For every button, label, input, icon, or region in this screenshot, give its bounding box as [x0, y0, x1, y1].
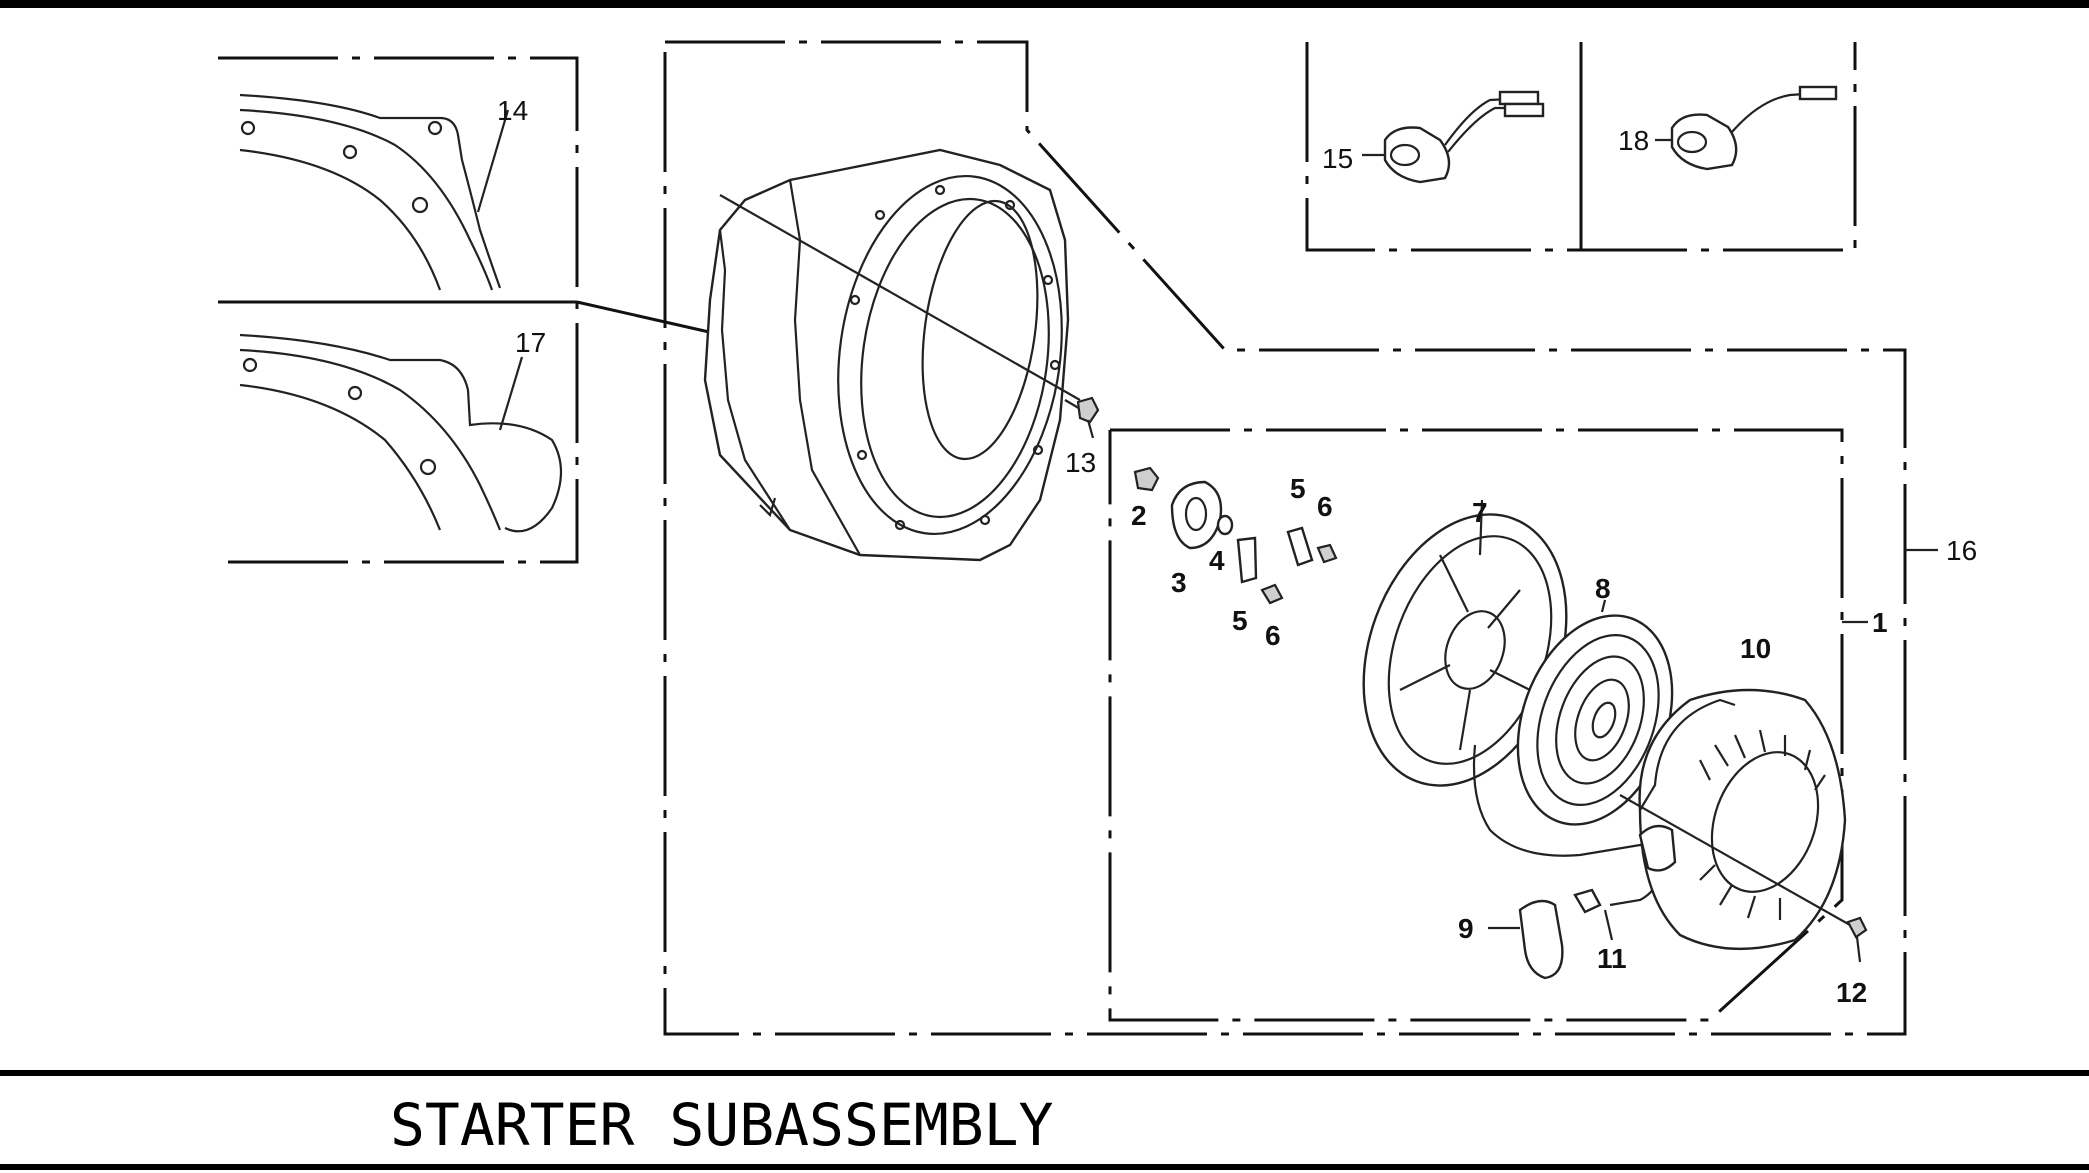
page-title: STARTER SUBASSEMBLY: [390, 1091, 1053, 1159]
bottom-rule: [0, 1164, 2089, 1170]
callout-5a: 5: [1290, 473, 1306, 504]
callout-6a: 6: [1317, 491, 1333, 522]
callout-13: 13: [1065, 447, 1096, 478]
recoil-starter-frame-1: [1108, 428, 1868, 1022]
bolt-13: [1064, 396, 1100, 439]
callout-5b: 5: [1232, 605, 1248, 636]
callout-15: 15: [1322, 143, 1353, 174]
callout-12: 12: [1836, 977, 1867, 1008]
callout-16: 16: [1946, 535, 1977, 566]
callout-14: 14: [497, 95, 528, 126]
handle-guide-bolt: [1488, 888, 1868, 980]
callout-2: 2: [1131, 500, 1147, 531]
top-rule: [0, 0, 2089, 8]
inset-14-17: [218, 56, 719, 564]
divider-rule: [0, 1070, 2089, 1076]
callout-9: 9: [1458, 913, 1474, 944]
callout-17: 17: [515, 327, 546, 358]
callout-18: 18: [1618, 125, 1649, 156]
callout-1: 1: [1872, 607, 1888, 638]
callout-3: 3: [1171, 567, 1187, 598]
inset-15-18: [1305, 42, 1857, 252]
callout-8: 8: [1595, 573, 1611, 604]
callout-11: 11: [1597, 943, 1627, 974]
callout-7: 7: [1472, 497, 1488, 528]
fan-shroud: [703, 148, 1081, 562]
starter-cover-10: [1619, 688, 1851, 951]
callout-4: 4: [1209, 545, 1225, 576]
callout-6b: 6: [1265, 620, 1281, 651]
main-frame-16: [663, 40, 1938, 1036]
callout-10: 10: [1740, 633, 1771, 664]
small-parts: [1133, 466, 1338, 605]
